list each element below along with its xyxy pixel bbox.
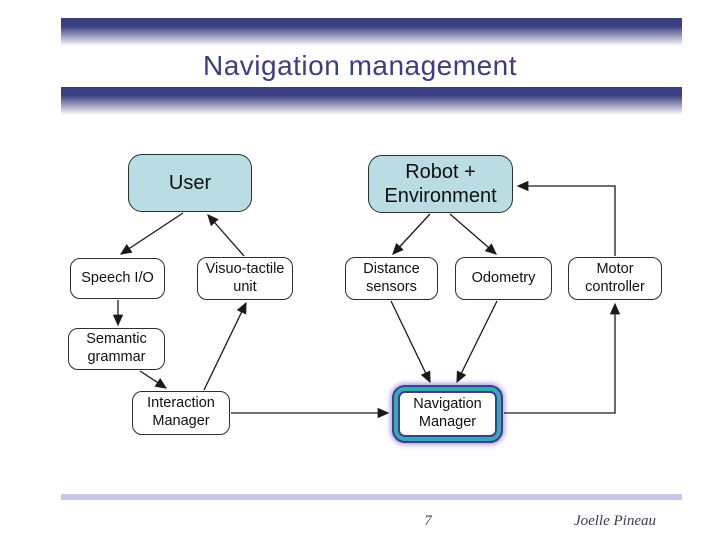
author-name: Joelle Pineau — [573, 513, 656, 529]
node-robot-environment: Robot + Environment — [368, 155, 513, 213]
arrow-distance-to-navigation — [390, 300, 431, 384]
top-gradient-bar — [61, 18, 682, 46]
arrow-navigation-to-motor — [504, 302, 621, 414]
footer-divider-bar — [61, 494, 682, 500]
arrow-robot-to-distance-sensors — [392, 213, 431, 255]
slide-title: Navigation management — [202, 50, 517, 81]
arrow-motor-to-robot — [516, 180, 616, 256]
arrow-robot-to-odometry — [449, 213, 497, 255]
node-speech-io: Speech I/O — [70, 258, 165, 299]
node-semantic-grammar: Semantic grammar — [68, 328, 165, 370]
node-navigation-manager-highlight: Navigation Manager — [392, 385, 503, 443]
node-distance-sensors: Distance sensors — [345, 257, 438, 300]
arrow-semantic-to-interaction — [139, 370, 168, 389]
title-underline-bar — [61, 87, 682, 115]
node-motor-controller: Motor controller — [568, 257, 662, 300]
arrow-user-to-speech-io — [119, 212, 184, 255]
arrow-interaction-to-visuo-tactile — [203, 301, 247, 391]
page-number: 7 — [424, 513, 432, 529]
node-visuo-tactile-unit: Visuo-tactile unit — [197, 257, 293, 300]
node-interaction-manager: Interaction Manager — [132, 391, 230, 435]
node-user: User — [128, 154, 252, 212]
node-odometry: Odometry — [455, 257, 552, 300]
arrow-visuo-tactile-to-user — [207, 214, 245, 257]
arrow-odometry-to-navigation — [456, 300, 498, 384]
node-navigation-manager: Navigation Manager — [398, 391, 497, 437]
